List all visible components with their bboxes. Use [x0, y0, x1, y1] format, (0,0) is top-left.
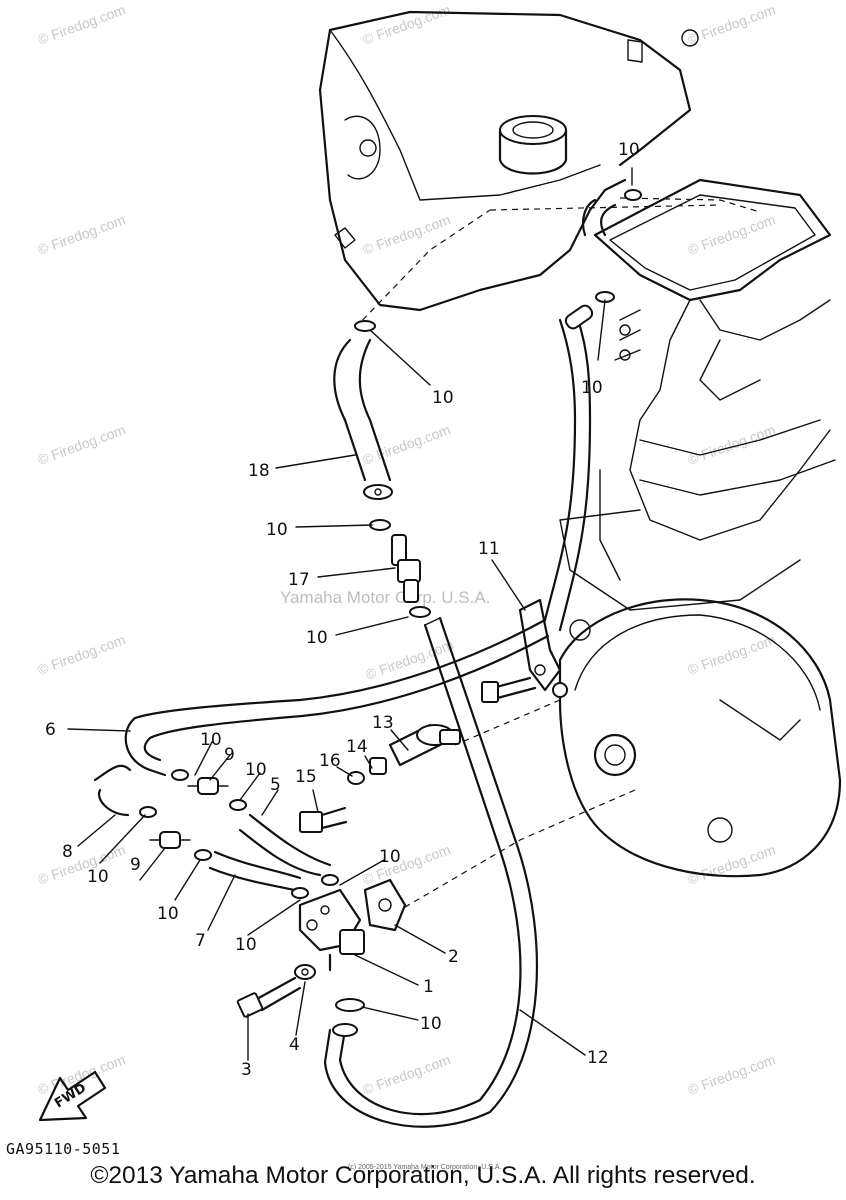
callout-labels: 10 10 10 18 10 17 10 11 13 14 16 15 6 10… [45, 140, 640, 1080]
watermark-text: © Firedog.com [36, 631, 128, 678]
callout-10: 10 [618, 140, 640, 160]
callout-10: 10 [200, 730, 222, 750]
diagram-code: GA95110-5051 [6, 1140, 121, 1158]
air-box [354, 178, 832, 329]
callout-10: 10 [420, 1014, 442, 1034]
vent-hose-6 [124, 318, 592, 777]
callout-12: 12 [587, 1048, 609, 1068]
copyright-text: ©2013 Yamaha Motor Corporation, U.S.A. A… [90, 1162, 756, 1189]
callout-10: 10 [432, 388, 454, 408]
hose-12 [323, 616, 539, 1128]
bracket-11 [481, 598, 568, 703]
fuel-cock-assembly [236, 878, 407, 1037]
callout-6: 6 [45, 720, 56, 740]
oil-tank [318, 10, 699, 312]
watermark-text: © Firedog.com [686, 421, 778, 468]
callout-14: 14 [346, 737, 368, 757]
tiny-copyright-note: (c) 2005-2015 Yamaha Motor Corporation, … [348, 1164, 502, 1171]
callout-10: 10 [379, 847, 401, 867]
callout-10: 10 [306, 628, 328, 648]
filter-hoses [93, 764, 332, 892]
leader-lines [67, 167, 633, 1061]
hose-joint-17 [391, 534, 421, 603]
petcock-assembly [299, 723, 461, 833]
callout-10: 10 [266, 520, 288, 540]
callout-10: 10 [581, 378, 603, 398]
watermark-text: © Firedog.com [361, 421, 453, 468]
callout-1: 1 [423, 977, 434, 997]
watermark-text: © Firedog.com [686, 631, 778, 678]
callout-15: 15 [295, 767, 317, 787]
upper-hoses [564, 198, 641, 361]
watermark-text: © Firedog.com [686, 841, 778, 888]
watermark-text: © Firedog.com [36, 1, 128, 48]
hose-18 [333, 338, 393, 500]
callout-10: 10 [235, 935, 257, 955]
watermark-text: © Firedog.com [361, 1, 453, 48]
callout-5: 5 [270, 775, 281, 795]
callout-8: 8 [62, 842, 73, 862]
callout-10: 10 [245, 760, 267, 780]
callout-4: 4 [289, 1035, 300, 1055]
watermark-text: © Firedog.com [686, 211, 778, 258]
callout-9: 9 [130, 855, 141, 875]
callout-17: 17 [288, 570, 310, 590]
callout-10: 10 [157, 904, 179, 924]
watermark-corp: Yamaha Motor Corp. U.S.A. [280, 588, 490, 607]
callout-2: 2 [448, 947, 459, 967]
watermark-text: © Firedog.com [36, 211, 128, 258]
callout-10: 10 [87, 867, 109, 887]
callout-18: 18 [248, 461, 270, 481]
callout-11: 11 [478, 539, 500, 559]
callout-7: 7 [195, 931, 206, 951]
watermark-text: © Firedog.com [361, 211, 453, 258]
callout-9: 9 [224, 745, 235, 765]
watermark-text: © Firedog.com [686, 1, 778, 48]
watermark-text: © Firedog.com [36, 421, 128, 468]
callout-3: 3 [241, 1060, 252, 1080]
callout-13: 13 [372, 713, 394, 733]
callout-16: 16 [319, 751, 341, 771]
clamps [139, 189, 642, 899]
engine-outline [399, 299, 842, 911]
watermark-text: © Firedog.com [361, 841, 453, 888]
watermark-text: © Firedog.com [686, 1051, 778, 1098]
watermark-text: © Firedog.com [361, 1051, 453, 1098]
